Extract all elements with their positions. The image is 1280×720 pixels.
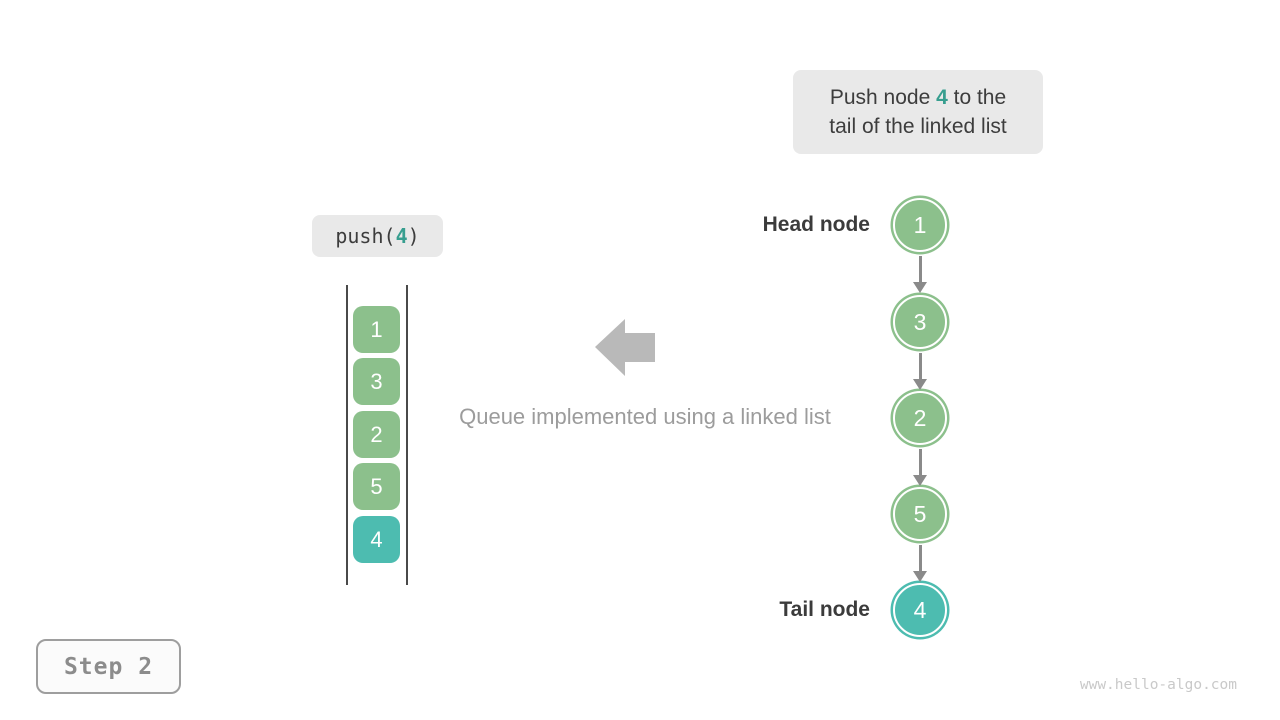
arrow-down-icon [912,353,928,390]
head-node-label: Head node [762,213,870,236]
list-node: 5 [893,487,947,541]
arrow-down-icon [912,256,928,293]
list-node: 3 [893,295,947,349]
queue-item-highlighted: 4 [353,516,400,563]
queue-item: 2 [353,411,400,458]
queue-item: 1 [353,306,400,353]
queue-item: 5 [353,463,400,510]
callout-text: to the [947,86,1007,109]
callout-push-note: Push node 4 to the tail of the linked li… [793,70,1043,154]
tail-node-label: Tail node [779,598,870,621]
left-arrow-icon [595,319,655,376]
arrow-down-icon [912,449,928,486]
list-node: 1 [893,198,947,252]
left-arrow-shaft [625,333,655,362]
list-node-highlighted: 4 [893,583,947,637]
callout-line2: tail of the linked list [829,115,1007,138]
push-operation-label: push(4) [312,215,443,257]
callout-highlight-value: 4 [936,86,948,109]
callout-text: Push node [829,86,937,109]
queue-wall-left [346,285,348,585]
list-node: 2 [893,391,947,445]
operation-prefix: push( [335,224,396,248]
arrow-down-icon [912,545,928,582]
callout-line1: Push node 4 to the [830,83,1006,112]
step-badge: Step 2 [36,639,181,694]
queue-caption: Queue implemented using a linked list [459,404,831,429]
left-arrow-tip [595,319,625,376]
operation-arg: 4 [395,224,408,248]
queue-wall-right [406,285,408,585]
watermark: www.hello-algo.com [1079,677,1237,693]
operation-suffix: ) [407,224,420,248]
queue-item: 3 [353,358,400,405]
